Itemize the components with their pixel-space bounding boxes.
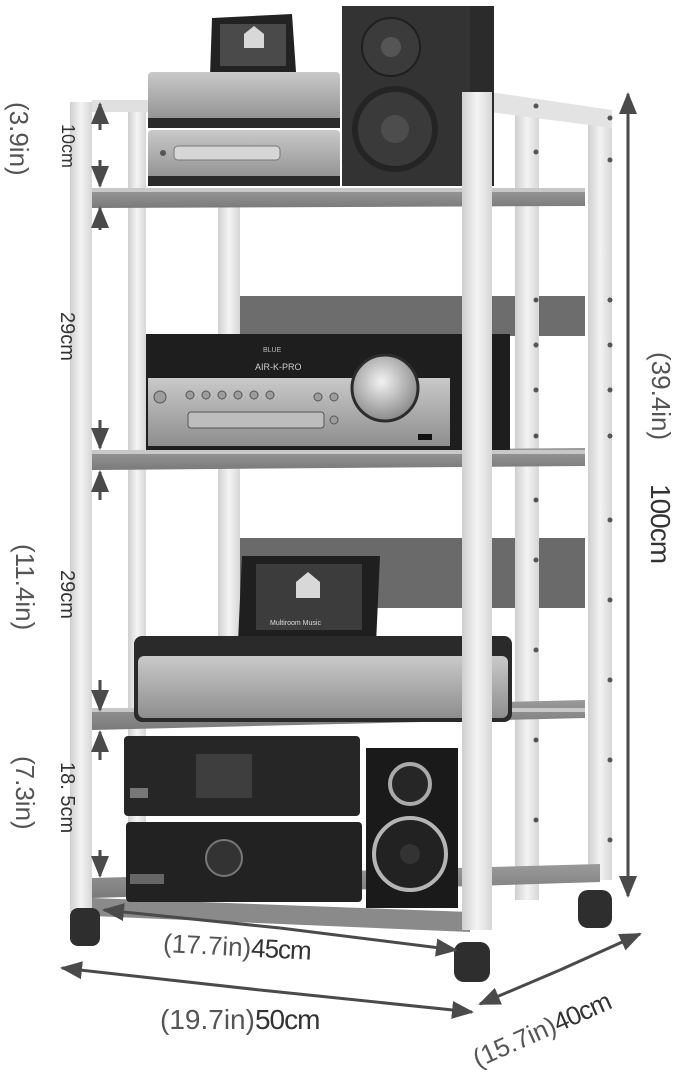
height-in-label: (39.4in): [646, 352, 676, 441]
width-outer-label: (19.7in)50cm: [160, 1004, 320, 1036]
svg-text:Multiroom Music: Multiroom Music: [270, 620, 321, 627]
width-outer-in: (19.7in): [160, 1004, 255, 1035]
third-shelf-equipment: Multiroom Music: [134, 556, 512, 722]
gap-bottom-cm-label: 18. 5cm: [56, 762, 78, 834]
rear-frame: [128, 92, 613, 900]
gap-second-cm-label: 29cm: [56, 312, 78, 361]
gap-third-cm-label: 29cm: [56, 570, 78, 619]
front-frame: [70, 92, 492, 930]
width-inner-in: (17.7in): [162, 928, 253, 963]
top-shelf-equipment: [148, 6, 494, 186]
gap-third-in-label: (11.4in): [10, 544, 40, 631]
gap-bottom-in-label: (7.3in): [10, 756, 40, 830]
gap-top-cm-label: 10cm: [58, 124, 78, 169]
casters: [70, 890, 612, 982]
dimension-arrows: [60, 92, 642, 1019]
height-cm-label: 100cm: [645, 484, 676, 564]
svg-text:BLUE: BLUE: [263, 347, 282, 354]
svg-text:AIR-K-PRO: AIR-K-PRO: [255, 362, 302, 372]
second-shelf-equipment: BLUE AIR-K-PRO: [146, 334, 510, 450]
width-inner-cm: 45cm: [250, 932, 312, 966]
width-outer-cm: 50cm: [254, 1004, 320, 1035]
gap-top-in-label: (3.9in): [4, 102, 34, 176]
bottom-shelf-equipment: [124, 736, 458, 908]
